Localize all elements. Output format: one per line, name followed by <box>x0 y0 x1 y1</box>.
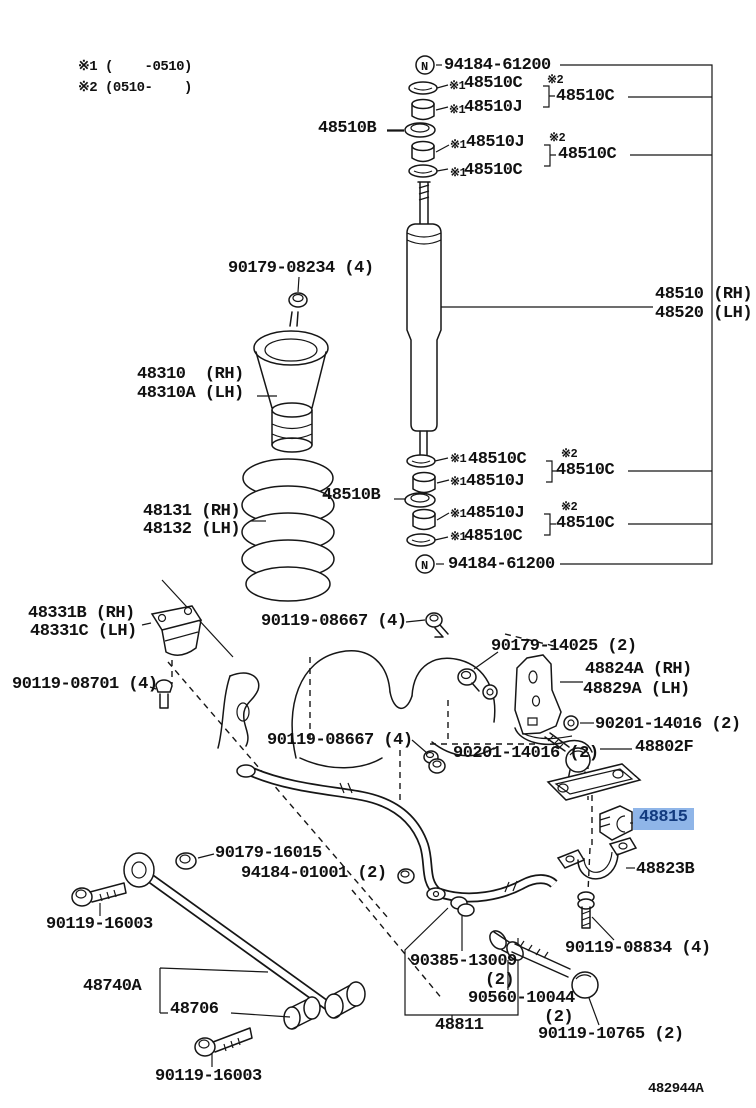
nut-90179-16015 <box>175 852 215 870</box>
bolt-90119-08667-lower <box>411 739 446 774</box>
spring-bumper-drawing <box>253 276 329 453</box>
part-label-48510j-4: 48510J <box>466 504 525 523</box>
part-label-48510c-4: 48510C <box>464 161 523 180</box>
shackle-bracket-48824a <box>514 654 593 753</box>
qty-90560-10044: (2) <box>544 1008 574 1027</box>
lower-cushion-stack <box>394 454 558 547</box>
nut-symbol-top: N <box>415 55 435 75</box>
stabilizer-clamp-48823b <box>556 837 638 880</box>
nut-94184-01001 <box>397 868 415 884</box>
ref-mark-2: ※2 <box>547 73 564 87</box>
leader-lines-shock-group <box>436 64 713 565</box>
part-label-48510-rh: 48510 (RH) <box>655 285 753 304</box>
part-label-90119-16003-upper: 90119-16003 <box>46 915 153 934</box>
part-label-90119-08834: 90119-08834 (4) <box>565 939 711 958</box>
ref-mark-1: ※1 <box>450 475 467 489</box>
bump-stop-drawing <box>141 605 203 709</box>
part-label-90385-13009: 90385-13009 <box>410 952 517 971</box>
svg-text:N: N <box>421 60 428 74</box>
part-label-48740a: 48740A <box>83 977 142 996</box>
part-label-94184-61200-bottom: 94184-61200 <box>448 555 555 574</box>
legend-note-2: ※2 (0510- ) <box>78 80 192 96</box>
part-label-48815[interactable]: 48815 <box>633 808 694 830</box>
part-label-48510b-top: 48510B <box>318 119 377 138</box>
part-label-48310-rh: 48310 (RH) <box>137 365 244 384</box>
bolt-90119-16003-lower <box>194 1027 253 1067</box>
part-label-48510c-8: 48510C <box>464 527 523 546</box>
part-label-48331c-lh: 48331C (LH) <box>30 622 137 641</box>
part-label-94184-01001: 94184-01001 (2) <box>241 864 387 883</box>
shock-absorber-drawing <box>406 181 442 457</box>
part-label-48510c-3: 48510C <box>558 145 617 164</box>
bolt-90119-08834 <box>577 891 615 941</box>
nut-symbol-bottom: N <box>415 554 435 574</box>
bushing-48706 <box>283 981 366 1030</box>
part-label-48510c-7: 48510C <box>556 514 615 533</box>
qty-90385-13009: (2) <box>485 971 515 990</box>
part-label-90119-16003-lower: 90119-16003 <box>155 1067 262 1086</box>
part-label-94184-61200-top: 94184-61200 <box>444 56 551 75</box>
part-label-48310a-lh: 48310A (LH) <box>137 384 244 403</box>
part-label-90179-08234: 90179-08234 (4) <box>228 259 374 278</box>
part-label-48802f: 48802F <box>635 738 694 757</box>
ref-mark-1: ※1 <box>449 103 466 117</box>
part-label-48520-lh: 48520 (LH) <box>655 304 753 323</box>
bolt-90119-10765 <box>511 940 600 1026</box>
ref-mark-1: ※1 <box>450 530 467 544</box>
bolt-90119-16003-upper <box>71 882 127 916</box>
part-label-48132-lh: 48132 (LH) <box>143 520 241 539</box>
part-label-48510c-1: 48510C <box>464 74 523 93</box>
frame-bracket-drawing <box>217 672 260 749</box>
part-label-48331b-rh: 48331B (RH) <box>28 604 135 623</box>
part-label-48823b: 48823B <box>636 860 695 879</box>
part-label-48824a-rh: 48824A (RH) <box>585 660 692 679</box>
bracket-48811-outline <box>404 907 519 1020</box>
part-label-90119-10765: 90119-10765 (2) <box>538 1025 684 1044</box>
part-label-48510j-2: 48510J <box>466 133 525 152</box>
ref-mark-1: ※1 <box>449 79 466 93</box>
part-label-90560-10044: 90560-10044 <box>468 989 575 1008</box>
ref-mark-1: ※1 <box>450 452 467 466</box>
ref-mark-1: ※1 <box>450 507 467 521</box>
part-label-90119-08701: 90119-08701 (4) <box>12 675 158 694</box>
legend-note-1: ※1 ( -0510) <box>78 59 192 75</box>
part-label-48510b-bottom: 48510B <box>322 486 381 505</box>
part-label-90179-14025: 90179-14025 (2) <box>491 637 637 656</box>
part-label-90179-16015: 90179-16015 <box>215 844 322 863</box>
part-label-48706: 48706 <box>170 1000 219 1019</box>
part-label-90119-08667-upper: 90119-08667 (4) <box>261 612 407 631</box>
bolt-90385-13009 <box>450 896 475 951</box>
part-label-90201-14016-right: 90201-14016 (2) <box>595 715 741 734</box>
part-label-90119-08667-lower: 90119-08667 (4) <box>267 731 413 750</box>
upper-cushion-stack <box>387 81 556 178</box>
part-label-48811: 48811 <box>435 1016 484 1035</box>
nut-90201-14016-right <box>563 715 594 731</box>
part-label-48510c-6: 48510C <box>556 461 615 480</box>
part-label-48510j-1: 48510J <box>464 98 523 117</box>
lateral-rod-drawing <box>123 852 366 1030</box>
bolt-90119-08667-upper <box>405 612 449 638</box>
figure-code: 482944A <box>648 1081 704 1097</box>
part-label-48510c-5: 48510C <box>468 450 527 469</box>
stabilizer-bar-drawing <box>236 764 558 903</box>
stabilizer-bushing-48815 <box>599 805 634 841</box>
ref-mark-2: ※2 <box>561 447 578 461</box>
part-label-48829a-lh: 48829A (LH) <box>583 680 690 699</box>
svg-text:N: N <box>421 559 428 573</box>
ref-mark-1: ※1 <box>450 166 467 180</box>
stabilizer-link-48802f <box>544 732 642 801</box>
part-label-48510j-3: 48510J <box>466 472 525 491</box>
bolt-90179-14025 <box>457 651 499 700</box>
ref-mark-2: ※2 <box>549 131 566 145</box>
part-label-48510c-2: 48510C <box>556 87 615 106</box>
part-label-48131-rh: 48131 (RH) <box>143 502 241 521</box>
part-label-90201-14016-left: 90201-14016 (2) <box>453 744 599 763</box>
ref-mark-1: ※1 <box>450 138 467 152</box>
ref-mark-2: ※2 <box>561 500 578 514</box>
coil-spring-drawing <box>241 458 335 602</box>
